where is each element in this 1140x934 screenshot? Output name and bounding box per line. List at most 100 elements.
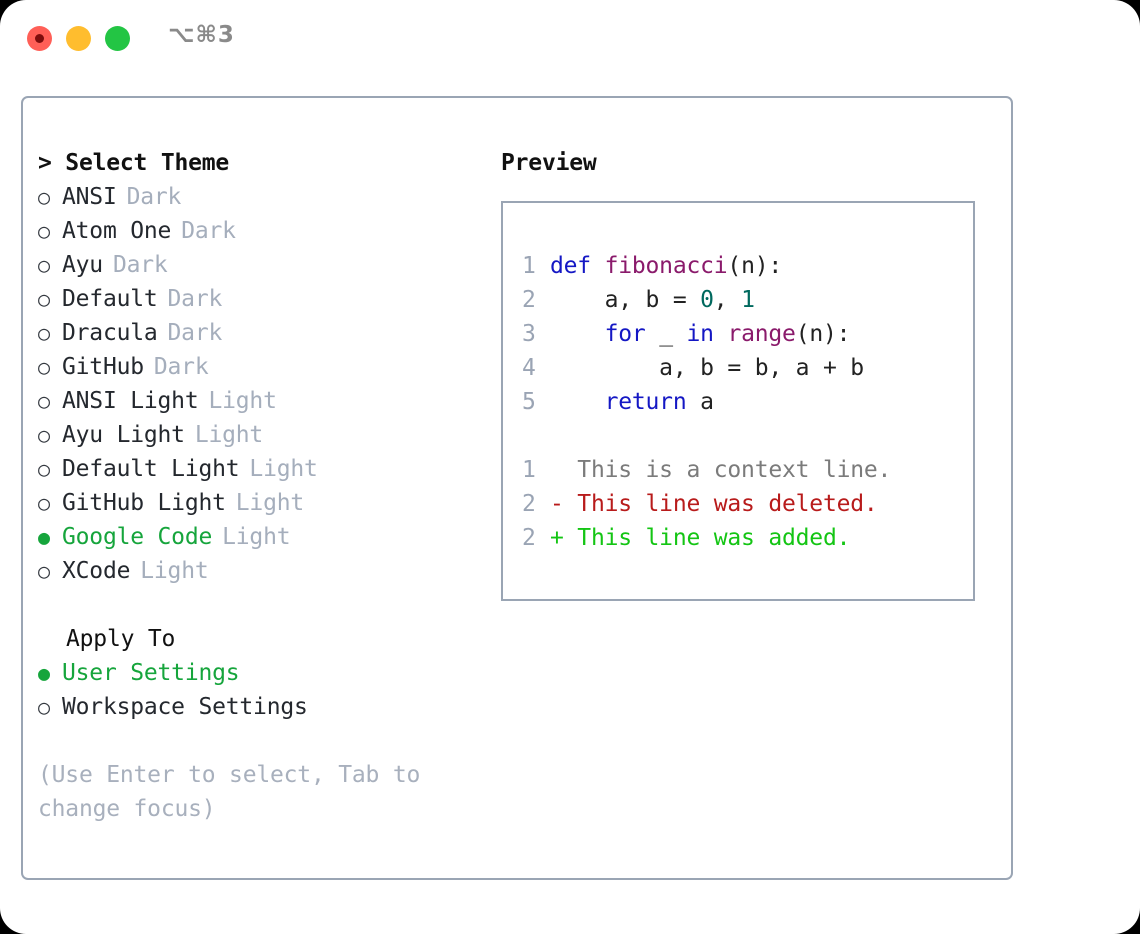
code-token: 1 <box>741 287 755 313</box>
code-token: _ <box>645 321 687 347</box>
theme-option-google-code[interactable]: ● Google Code Light <box>38 520 488 554</box>
theme-option-xcode[interactable]: ○ XCode Light <box>38 554 488 588</box>
theme-option-variant: Dark <box>112 252 168 278</box>
code-token: in <box>686 321 714 347</box>
diff-line-content: This is a context line. <box>550 457 892 483</box>
diff-line: 2 + This line was added. <box>522 521 967 555</box>
theme-option-variant: Light <box>249 456 318 482</box>
theme-option-label: ANSI Light <box>62 388 199 414</box>
code-line-number: 2 <box>522 287 536 313</box>
radio-unselected-icon: ○ <box>38 389 50 413</box>
keyboard-hint-text: (Use Enter to select, Tab to change focu… <box>38 762 421 822</box>
maximize-button[interactable] <box>105 26 130 51</box>
code-line: 5 return a <box>522 385 967 419</box>
radio-unselected-icon: ○ <box>38 321 50 345</box>
radio-selected-icon: ● <box>38 661 50 685</box>
code-line-content: a, b = b, a + b <box>550 351 864 385</box>
radio-selected-icon: ● <box>38 525 50 549</box>
code-blank-line <box>522 419 967 453</box>
code-line-number: 5 <box>522 389 536 415</box>
diff-block: 1 This is a context line. 2 - This line wa… <box>522 453 967 555</box>
radio-unselected-icon: ○ <box>38 185 50 209</box>
theme-option-label: ANSI <box>62 184 117 210</box>
theme-option-ansi-light[interactable]: ○ ANSI Light Light <box>38 384 488 418</box>
code-token: a, b = b, a + b <box>550 355 864 381</box>
theme-option-variant: Dark <box>181 218 236 244</box>
spacer <box>38 588 488 622</box>
code-line: 4 a, b = b, a + b <box>522 351 967 385</box>
diff-line-content: + This line was added. <box>550 525 851 551</box>
code-line-content: for _ in range(n): <box>550 317 851 351</box>
theme-option-variant: Light <box>140 558 209 584</box>
code-token: def <box>550 253 605 279</box>
diff-line-number: 2 <box>522 491 536 517</box>
code-token: a <box>686 389 714 415</box>
code-token: a, b = <box>550 287 701 313</box>
radio-unselected-icon: ○ <box>38 559 50 583</box>
theme-option-variant: Dark <box>167 286 223 312</box>
diff-line: 2 - This line was deleted. <box>522 487 967 521</box>
apply-to-heading: Apply To <box>66 626 176 652</box>
preview-heading: Preview <box>501 150 597 176</box>
radio-unselected-icon: ○ <box>38 355 50 379</box>
radio-unselected-icon: ○ <box>38 253 50 277</box>
code-token: for <box>604 321 646 347</box>
code-token: range <box>727 321 796 347</box>
minimize-button[interactable] <box>66 26 91 51</box>
code-line-content: def fibonacci(n): <box>550 249 782 283</box>
theme-option-variant: Light <box>235 490 305 516</box>
code-token: , <box>713 287 742 313</box>
code-line: 2 a, b = 0, 1 <box>522 283 967 317</box>
radio-unselected-icon: ○ <box>38 219 50 243</box>
radio-unselected-icon: ○ <box>38 287 50 311</box>
radio-unselected-icon: ○ <box>38 423 50 447</box>
theme-option-variant: Light <box>208 388 277 414</box>
diff-line: 1 This is a context line. <box>522 453 967 487</box>
radio-unselected-icon: ○ <box>38 491 50 515</box>
code-token <box>550 321 605 347</box>
apply-to-option-workspace-settings[interactable]: ○Workspace Settings <box>38 690 488 724</box>
theme-option-label: Ayu Light <box>62 422 185 448</box>
theme-option-default[interactable]: ○ Default Dark <box>38 282 488 316</box>
diff-line-number: 1 <box>522 457 536 483</box>
code-line-number: 3 <box>522 321 536 347</box>
code-token: fibonacci <box>604 253 728 279</box>
apply-to-option-list: ●User Settings○Workspace Settings <box>38 656 488 724</box>
theme-option-label: Default <box>62 286 158 312</box>
code-token <box>714 321 728 347</box>
apply-to-option-user-settings[interactable]: ●User Settings <box>38 656 488 690</box>
diff-line-content: - This line was deleted. <box>550 491 878 517</box>
traffic-light-group <box>27 26 130 51</box>
theme-option-variant: Light <box>222 524 291 550</box>
theme-option-label: Google Code <box>62 524 213 550</box>
keyboard-shortcut-label: ⌥⌘3 <box>168 22 235 48</box>
close-button[interactable] <box>27 26 52 51</box>
titlebar: ⌥⌘3 <box>0 0 1140 80</box>
code-line-content: a, b = 0, 1 <box>550 283 755 317</box>
theme-option-variant: Dark <box>126 184 182 210</box>
theme-option-label: Default Light <box>62 456 240 482</box>
radio-unselected-icon: ○ <box>38 695 50 719</box>
code-line-number: 4 <box>522 355 536 381</box>
theme-option-label: XCode <box>62 558 131 584</box>
code-token: (n): <box>727 253 783 279</box>
theme-option-variant: Dark <box>167 320 223 346</box>
diff-line-number: 2 <box>522 525 536 551</box>
theme-option-ansi[interactable]: ○ ANSI Dark <box>38 180 488 214</box>
